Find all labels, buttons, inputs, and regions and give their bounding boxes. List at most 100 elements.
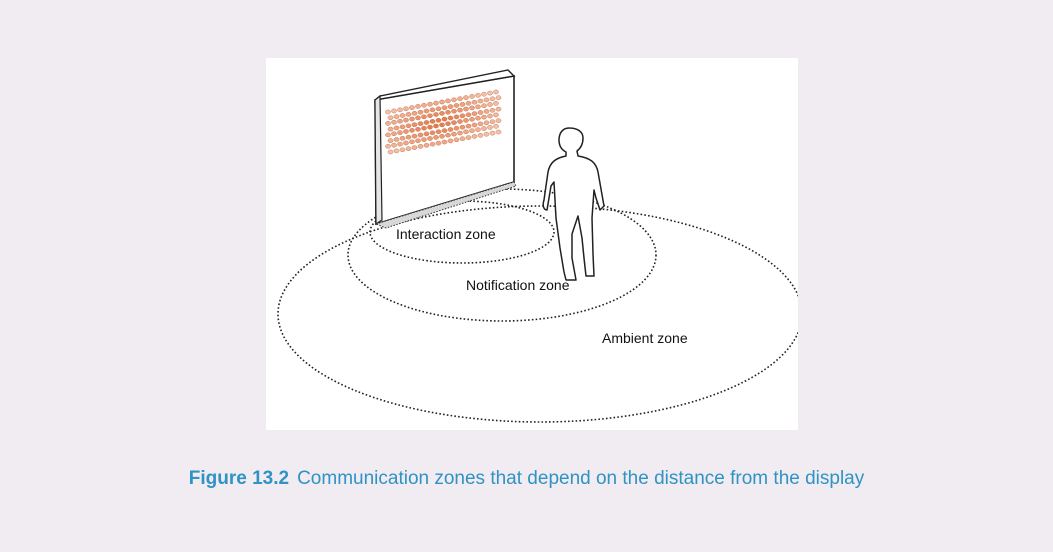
display-dot	[451, 97, 457, 103]
display-dot	[411, 111, 418, 116]
display-dot	[387, 138, 394, 143]
display-dot	[459, 102, 466, 107]
display-dot	[487, 102, 493, 107]
display-dot	[405, 146, 412, 151]
figure-caption: Figure 13.2 Communication zones that depe…	[0, 468, 1053, 490]
display-dot	[405, 112, 412, 117]
display-dot	[393, 114, 400, 119]
display-dot	[469, 94, 475, 99]
display-dot	[487, 125, 493, 130]
display-dot	[465, 135, 472, 140]
display-dot	[489, 96, 496, 102]
display-dot	[399, 147, 406, 153]
display-dot-grid	[385, 89, 502, 155]
display-dot	[451, 120, 457, 125]
ambient-zone-label: Ambient zone	[602, 330, 688, 346]
display-dot	[427, 136, 433, 141]
display-dot	[441, 139, 448, 145]
display-dot	[481, 114, 487, 120]
display-dot	[399, 113, 406, 118]
display-dot	[441, 116, 448, 122]
display-dot	[447, 115, 454, 121]
display-dot	[411, 145, 418, 150]
display-dot	[451, 131, 457, 137]
display-dot	[405, 134, 412, 140]
public-display-icon	[374, 69, 517, 229]
display-dot	[471, 134, 478, 139]
display-dot	[493, 89, 499, 95]
display-dot	[469, 128, 475, 133]
display-dot	[415, 115, 421, 121]
display-dot	[471, 111, 478, 116]
display-dot	[477, 133, 484, 138]
display-dot	[417, 132, 424, 138]
display-dot	[433, 135, 439, 140]
display-dot	[457, 119, 463, 124]
display-dot	[495, 118, 502, 123]
display-dot	[435, 118, 442, 123]
display-dot	[459, 113, 466, 119]
display-dot	[403, 117, 409, 123]
display-dot	[423, 120, 430, 125]
display-dot	[445, 98, 451, 104]
display-dot	[421, 137, 427, 142]
display-dot	[429, 107, 436, 113]
display-dot	[427, 124, 433, 130]
display-dot	[411, 133, 418, 139]
display-dot	[391, 120, 397, 125]
display-dot	[459, 124, 466, 130]
display-dot	[405, 123, 412, 129]
display-dot	[445, 121, 451, 126]
display-dot	[453, 137, 460, 143]
display-dot	[483, 131, 490, 137]
display-dot	[495, 95, 502, 101]
display-dot	[429, 141, 436, 147]
display-dot	[453, 114, 460, 120]
display-dot	[423, 108, 430, 114]
display-dot	[475, 127, 481, 132]
display-dot	[459, 136, 466, 141]
figure-number: Figure 13.2	[188, 468, 290, 489]
display-dot	[465, 112, 472, 118]
display-dot	[451, 108, 457, 114]
display-dot	[489, 108, 496, 113]
display-dot	[391, 108, 397, 114]
display-dot	[481, 103, 487, 109]
display-dot	[477, 121, 484, 127]
interaction-zone-label: Interaction zone	[396, 226, 496, 242]
display-dot	[429, 130, 436, 136]
display-dot	[387, 126, 394, 132]
display-dot	[385, 121, 391, 126]
display-dot	[421, 125, 427, 131]
display-dot	[417, 109, 424, 115]
figure-caption-text: Communication zones that depend on the d…	[297, 468, 865, 489]
display-dot	[493, 112, 499, 118]
display-dot	[397, 107, 403, 113]
display-dot	[417, 144, 424, 149]
display-dot	[441, 128, 448, 133]
display-dot	[415, 138, 421, 143]
display-dot	[397, 130, 403, 135]
display-dot	[483, 120, 490, 126]
display-dot	[471, 122, 478, 128]
display-dot	[397, 141, 403, 147]
notification-zone-ring	[347, 188, 657, 322]
display-dot	[475, 93, 481, 98]
display-dot	[463, 118, 469, 123]
display-dot	[481, 126, 487, 131]
display-dot	[487, 90, 493, 96]
display-dot	[411, 122, 418, 127]
display-dot	[489, 130, 496, 136]
display-dot	[493, 101, 499, 106]
display-dot	[493, 124, 499, 129]
display-dot	[415, 104, 421, 109]
display-dot	[393, 137, 400, 142]
display-dot	[475, 104, 481, 110]
display-dot	[391, 131, 397, 136]
display-dot	[433, 112, 439, 117]
display-dot	[393, 148, 400, 154]
display-dot	[447, 127, 454, 132]
display-dot	[457, 107, 463, 113]
display-dot	[415, 127, 421, 132]
display-dot	[435, 129, 442, 134]
